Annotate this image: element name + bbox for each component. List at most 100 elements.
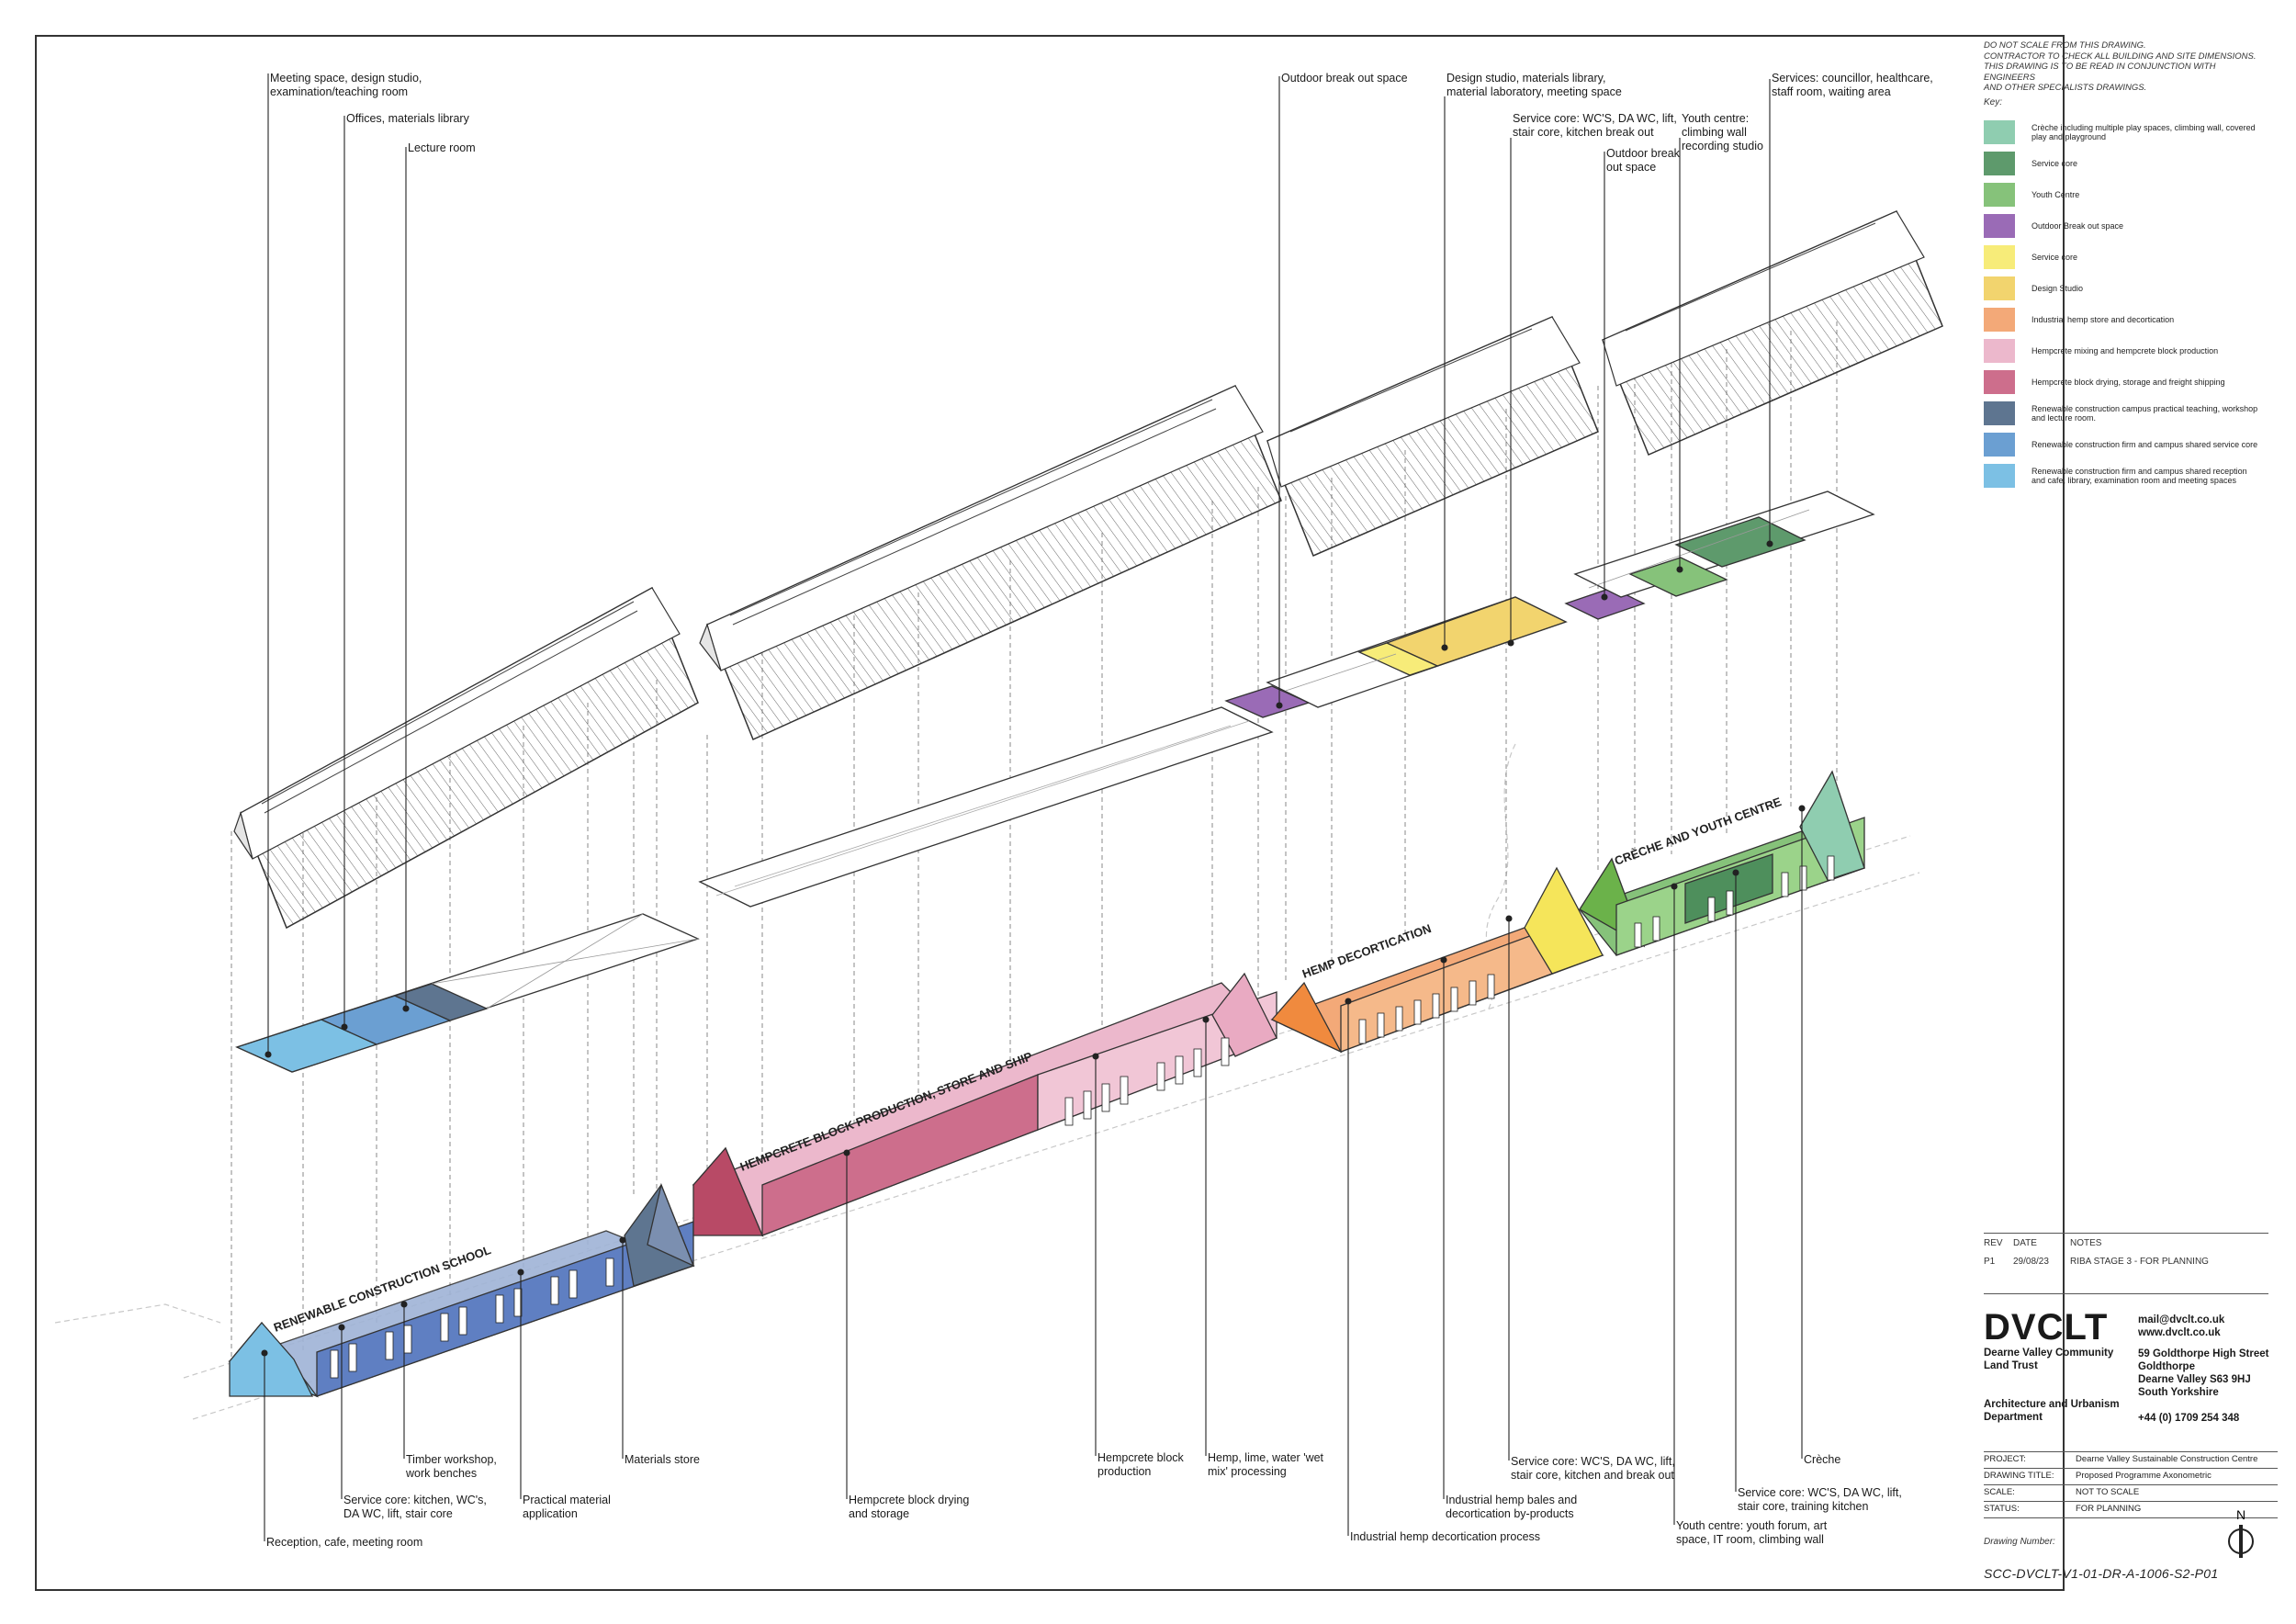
org-department: Architecture and Urbanism Department xyxy=(1984,1399,2120,1423)
org-address: 59 Goldthorpe High Street Goldthorpe Dea… xyxy=(2138,1348,2269,1398)
annotation-block-drying: Hempcrete block drying and storage xyxy=(849,1494,970,1520)
annotation-service-core-breakout: Service core: WC'S, DA WC, lift, stair c… xyxy=(1511,1455,1675,1482)
key-title: Key: xyxy=(1984,97,2003,107)
roof-creche xyxy=(1602,210,1943,456)
building-decortication xyxy=(1270,866,1604,1054)
key-item: Outdoor Break out space xyxy=(1984,213,2261,239)
org-phone: +44 (0) 1709 254 348 xyxy=(2138,1413,2240,1424)
annotation-materials-store: Materials store xyxy=(625,1453,700,1466)
annotation-youth-forum: Youth centre: youth forum, art space, IT… xyxy=(1676,1519,1828,1546)
key-label: Hempcrete mixing and hempcrete block pro… xyxy=(2032,345,2219,355)
annotation-design-studio: Design studio, materials library, materi… xyxy=(1446,72,1622,98)
key-label: Youth Centre xyxy=(2032,189,2080,199)
key-swatch xyxy=(1984,308,2015,332)
annotation-outdoor-breakout: Outdoor break out space xyxy=(1281,72,1408,85)
key-label: Renewable construction firm and campus s… xyxy=(2032,466,2247,486)
annotation-decortication-process: Industrial hemp decortication process xyxy=(1350,1530,1541,1543)
key-label: Design Studio xyxy=(2032,283,2084,293)
key-label: Outdoor Break out space xyxy=(2032,220,2124,231)
disclaimer-note: Do not scale from this drawing. Contract… xyxy=(1984,40,2257,93)
info-value: Dearne Valley Sustainable Construction C… xyxy=(2076,1454,2258,1464)
key-label: Service core xyxy=(2032,158,2078,168)
info-label: SCALE: xyxy=(1984,1487,2015,1497)
revision-header: REV DATE NOTES xyxy=(1984,1238,2268,1257)
info-row: STATUS: FOR PLANNING xyxy=(1984,1502,2278,1518)
key-item: Renewable construction firm and campus s… xyxy=(1984,463,2261,489)
key-swatch xyxy=(1984,183,2015,207)
divider xyxy=(1984,1233,2268,1234)
projection-lines xyxy=(231,321,1838,1369)
roof-decortication xyxy=(1266,316,1599,557)
info-label: STATUS: xyxy=(1984,1504,2020,1514)
building-school xyxy=(228,1182,695,1398)
info-row: DRAWING TITLE: Proposed Programme Axonome… xyxy=(1984,1469,2278,1485)
key-item: Hempcrete mixing and hempcrete block pro… xyxy=(1984,338,2261,364)
building-creche xyxy=(1578,770,1866,956)
key-swatch xyxy=(1984,214,2015,238)
key-item: Youth Centre xyxy=(1984,182,2261,208)
info-value: FOR PLANNING xyxy=(2076,1504,2142,1514)
date-col: DATE xyxy=(2013,1238,2037,1248)
key-item: Design Studio xyxy=(1984,276,2261,301)
key-swatch xyxy=(1984,433,2015,457)
annotation-timber-workshop: Timber workshop, work benches xyxy=(406,1453,497,1480)
annotation-service-core-top: Service core: WC'S, DA WC, lift, stair c… xyxy=(1513,112,1677,139)
drawing-number: SCC-DVCLT-V1-01-DR-A-1006-S2-P01 xyxy=(1984,1566,2219,1581)
key-item: Service core xyxy=(1984,151,2261,176)
key-swatch xyxy=(1984,120,2015,144)
annotation-block-production: Hempcrete block production xyxy=(1097,1451,1184,1478)
key-swatch xyxy=(1984,401,2015,425)
info-value: Proposed Programme Axonometric xyxy=(2076,1471,2212,1481)
key-swatch xyxy=(1984,245,2015,269)
revision-table: REV DATE NOTES P1 29/08/23 RIBA STAGE 3 … xyxy=(1984,1238,2268,1275)
north-arrow-icon: N xyxy=(2228,1507,2254,1558)
notes-col: NOTES xyxy=(2070,1238,2102,1248)
rev-value: P1 xyxy=(1984,1257,1996,1267)
info-row: PROJECT: Dearne Valley Sustainable Constr… xyxy=(1984,1451,2278,1469)
roof-school xyxy=(233,586,699,930)
info-value: NOT TO SCALE xyxy=(2076,1487,2140,1497)
org-contact: mail@dvclt.co.uk www.dvclt.co.uk xyxy=(2138,1314,2225,1338)
org-logo: DVCLT xyxy=(1984,1307,2109,1348)
key-item: Renewable construction firm and campus s… xyxy=(1984,432,2261,457)
info-label: DRAWING TITLE: xyxy=(1984,1471,2054,1481)
info-table: PROJECT: Dearne Valley Sustainable Constr… xyxy=(1984,1451,2278,1518)
building-hempcrete xyxy=(692,972,1278,1237)
key-label: Renewable construction campus practical … xyxy=(2032,403,2258,423)
annotation-youth-centre-top: Youth centre: climbing wall recording st… xyxy=(1682,112,1763,152)
revision-row: P1 29/08/23 RIBA STAGE 3 - FOR PLANNING xyxy=(1984,1257,2268,1275)
key-label: Industrial hemp store and decortication xyxy=(2032,314,2175,324)
title-block-panel: Do not scale from this drawing. Contract… xyxy=(1984,37,2278,1598)
divider xyxy=(1984,1293,2268,1294)
date-value: 29/08/23 xyxy=(2013,1257,2049,1267)
key-label: Renewable construction firm and campus s… xyxy=(2032,439,2258,449)
key-swatch xyxy=(1984,339,2015,363)
info-label: PROJECT: xyxy=(1984,1454,2026,1464)
drawing-frame xyxy=(35,35,2065,1591)
key-swatch xyxy=(1984,464,2015,488)
key-swatch xyxy=(1984,276,2015,300)
leader-lines xyxy=(261,73,1806,1541)
annotation-lecture-room: Lecture room xyxy=(408,141,476,154)
annotation-wet-mix: Hemp, lime, water 'wet mix' processing xyxy=(1208,1451,1324,1478)
annotation-reception: Reception, cafe, meeting room xyxy=(266,1536,423,1549)
key-swatch xyxy=(1984,152,2015,175)
floor-plates xyxy=(235,491,1875,1073)
org-name: Dearne Valley Community Land Trust xyxy=(1984,1348,2114,1371)
annotation-outdoor-breakout-2: Outdoor break out space xyxy=(1606,147,1680,174)
annotation-service-core-training: Service core: WC'S, DA WC, lift, stair c… xyxy=(1738,1486,1902,1513)
annotation-practical-material: Practical material application xyxy=(523,1494,611,1520)
annotation-hemp-bales: Industrial hemp bales and decortication … xyxy=(1446,1494,1578,1520)
annotation-service-core-kitchen: Service core: kitchen, WC's, DA WC, lift… xyxy=(343,1494,487,1520)
annotation-meeting-space: Meeting space, design studio, examinatio… xyxy=(270,72,422,98)
north-label: N xyxy=(2236,1507,2245,1522)
key-item: Crèche including multiple play spaces, c… xyxy=(1984,119,2261,145)
key-label: Hempcrete block drying, storage and frei… xyxy=(2032,377,2225,387)
key-label: Service core xyxy=(2032,252,2078,262)
key-label: Crèche including multiple play spaces, c… xyxy=(2032,122,2256,142)
drawing-number-label: Drawing Number: xyxy=(1984,1537,2055,1547)
key-item: Industrial hemp store and decortication xyxy=(1984,307,2261,333)
annotation-offices: Offices, materials library xyxy=(346,112,469,125)
rev-col: REV xyxy=(1984,1238,2003,1248)
